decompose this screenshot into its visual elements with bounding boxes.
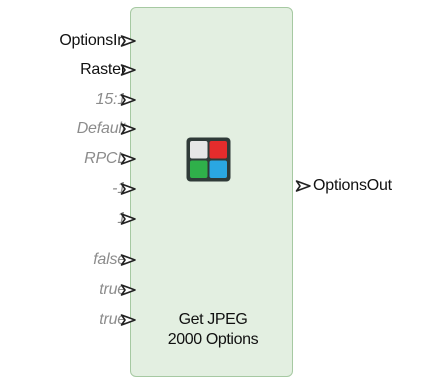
input-port-options-in[interactable] [120, 34, 140, 48]
input-label-progression-order: RPCL [84, 150, 126, 167]
input-label-raster: Raster [80, 61, 126, 78]
input-port-raster[interactable] [120, 63, 140, 77]
input-port-false[interactable] [120, 253, 140, 267]
output-label-options-out: OptionsOut [313, 177, 392, 194]
icon-tile-top-right [209, 141, 227, 159]
node-title: Get JPEG 2000 Options [140, 310, 286, 350]
input-label-true-1: true [99, 281, 126, 298]
input-label-default: Default [76, 120, 126, 137]
node-title-line-1: Get JPEG [178, 311, 248, 328]
input-label-one: 1 [117, 210, 126, 227]
output-port-options-out[interactable] [295, 179, 315, 193]
input-label-compression-ratio: 15:1 [95, 91, 127, 108]
input-label-options-in: OptionsIn [59, 32, 126, 49]
input-port-compression-ratio[interactable] [120, 93, 140, 107]
input-port-minus-one[interactable] [120, 182, 140, 196]
input-label-true-2: true [99, 311, 126, 328]
node-body[interactable] [130, 7, 293, 377]
input-label-false: false [93, 251, 126, 268]
input-port-one[interactable] [120, 212, 140, 226]
input-port-true-2[interactable] [120, 313, 140, 327]
icon-tile-bottom-left [190, 160, 208, 178]
icon-tile-top-left [190, 141, 208, 159]
node-title-line-2: 2000 Options [167, 331, 259, 348]
input-port-progression-order[interactable] [120, 152, 140, 166]
icon-tile-bottom-right [209, 160, 227, 178]
four-color-grid-icon [186, 137, 231, 187]
input-port-true-1[interactable] [120, 283, 140, 297]
input-port-default[interactable] [120, 122, 140, 136]
